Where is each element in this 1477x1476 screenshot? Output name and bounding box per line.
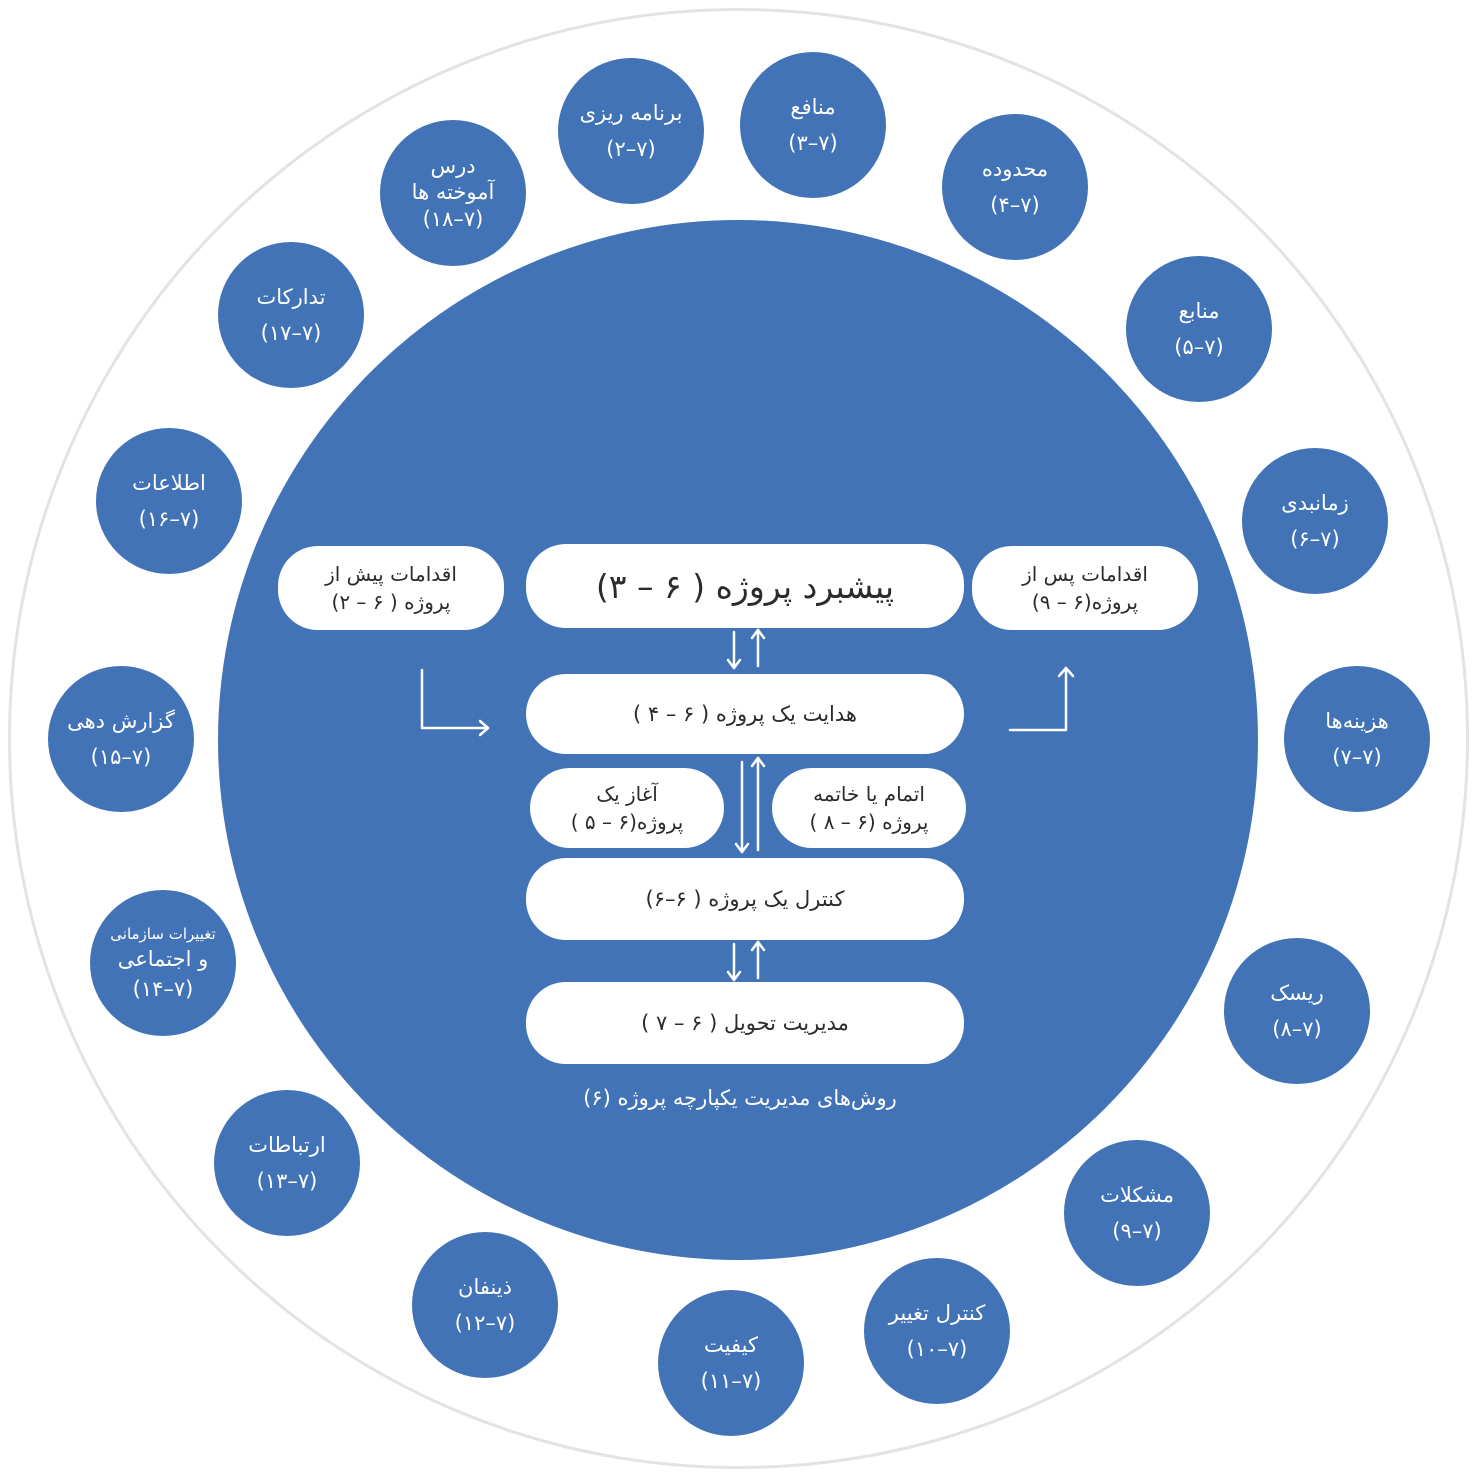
knowledge-area-procurement: تدارکات (۷–۱۷) xyxy=(218,242,364,388)
ka-code: (۷–۱۵) xyxy=(90,745,152,769)
pre-project-box: اقدامات پیش از پروژه ( ۶ – ۲) xyxy=(278,546,504,630)
knowledge-area-reporting: گزارش دهی (۷–۱۵) xyxy=(48,666,194,812)
arrowhead-down-control-delivery xyxy=(726,970,742,982)
ka-code: (۷–۱۶) xyxy=(138,507,200,531)
start-project-box: آغاز یک پروژه(۶ – ۵ ) xyxy=(530,768,724,848)
knowledge-area-issues: مشکلات (۷–۹) xyxy=(1064,1140,1210,1286)
close-project-box: اتمام یا خاتمه پروژه (۶ – ۸ ) xyxy=(772,768,966,848)
ka-name: کنترل تغییر xyxy=(888,1301,986,1325)
ka-name: تدارکات xyxy=(256,285,326,309)
ka-name: درس آموخته ها xyxy=(411,154,495,204)
ka-name: منافع xyxy=(790,95,836,119)
ka-name: منابع xyxy=(1178,299,1220,323)
ka-code: (۷–۱۳) xyxy=(256,1169,318,1193)
ka-code: (۷–۱۸) xyxy=(422,207,484,231)
ka-name: تغییرات سازمانی xyxy=(110,924,216,943)
ka-code: (۷–۹) xyxy=(1112,1219,1162,1243)
knowledge-area-quality: کیفیت (۷–۱۱) xyxy=(658,1290,804,1436)
ka-name: مشکلات xyxy=(1100,1183,1174,1207)
post-project-box: اقدامات پس از پروژه(۶ – ۹) xyxy=(972,546,1198,630)
delivery-management-box: مدیریت تحویل ( ۶ – ۷ ) xyxy=(526,982,964,1064)
arrowhead-up-control-direct xyxy=(750,756,766,768)
ka-name: زمانبدی xyxy=(1281,491,1349,515)
ka-code: (۷–۱۲) xyxy=(454,1311,516,1335)
ka-code: (۷–۶) xyxy=(1290,527,1340,551)
knowledge-area-resources: منابع (۷–۵) xyxy=(1126,256,1272,402)
arrowhead-pre-project-to-direct xyxy=(478,719,490,737)
diagram-caption: روش‌های مدیریت یکپارچه پروژه (۶) xyxy=(583,1086,897,1110)
knowledge-area-benefits: منافع (۷–۳) xyxy=(740,52,886,198)
ka-name: ریسک xyxy=(1270,981,1324,1005)
direct-project-box: هدایت یک پروژه ( ۶ – ۴ ) xyxy=(526,674,964,754)
project-progress-box: پیشبرد پروژه ( ۶ – ۳) xyxy=(526,544,964,628)
ka-name: ارتباطات xyxy=(248,1133,326,1157)
arrow-direct-to-post-project xyxy=(1008,666,1068,732)
ka-code: (۷–۷) xyxy=(1332,745,1382,769)
knowledge-area-risk: ریسک (۷–۸) xyxy=(1224,938,1370,1084)
ka-name: گزارش دهی xyxy=(67,709,175,733)
ka-code: (۷–۱۱) xyxy=(700,1369,762,1393)
ka-code: (۷–۱۰) xyxy=(906,1337,968,1361)
arrowhead-up-direct-progress xyxy=(750,628,766,640)
knowledge-area-information: اطلاعات (۷–۱۶) xyxy=(96,428,242,574)
arrowhead-down-direct-control xyxy=(734,842,750,854)
knowledge-area-scope: محدوده (۷–۴) xyxy=(942,114,1088,260)
ka-name: اطلاعات xyxy=(132,471,206,495)
knowledge-area-change-control: کنترل تغییر (۷–۱۰) xyxy=(864,1258,1010,1404)
ka-name-line2: و اجتماعی xyxy=(117,946,209,971)
control-project-box: کنترل یک پروژه ( ۶–۶) xyxy=(526,858,964,940)
ka-name: محدوده xyxy=(981,157,1049,181)
ka-code: (۷–۸) xyxy=(1272,1017,1322,1041)
arrowhead-down-progress-direct xyxy=(726,658,742,670)
knowledge-area-costs: هزینه‌ها (۷–۷) xyxy=(1284,666,1430,812)
ka-code: (۷–۲) xyxy=(606,137,656,161)
knowledge-area-communications: ارتباطات (۷–۱۳) xyxy=(214,1090,360,1236)
knowledge-area-planning: برنامه ریزی (۷–۲) xyxy=(558,58,704,204)
knowledge-area-stakeholders: ذینفان (۷–۱۲) xyxy=(412,1232,558,1378)
arrowhead-direct-to-post-project xyxy=(1057,666,1075,678)
ka-code: (۷–۱۷) xyxy=(260,321,322,345)
ka-code: (۷–۵) xyxy=(1174,335,1224,359)
ka-name: برنامه ریزی xyxy=(579,101,683,125)
arrowhead-up-delivery-control xyxy=(750,940,766,952)
ka-code: (۷–۱۴) xyxy=(132,976,194,1001)
ka-code: (۷–۳) xyxy=(788,131,838,155)
knowledge-area-organizational-change: تغییرات سازمانی و اجتماعی (۷–۱۴) xyxy=(90,890,236,1036)
knowledge-area-lessons-learned: درس آموخته ها (۷–۱۸) xyxy=(380,120,526,266)
ka-name: ذینفان xyxy=(458,1275,512,1299)
ka-code: (۷–۴) xyxy=(990,193,1040,217)
ka-name: هزینه‌ها xyxy=(1325,709,1389,733)
knowledge-area-scheduling: زمانبدی (۷–۶) xyxy=(1242,448,1388,594)
ka-name: کیفیت xyxy=(704,1333,758,1357)
arrow-pre-project-to-direct xyxy=(420,668,490,730)
